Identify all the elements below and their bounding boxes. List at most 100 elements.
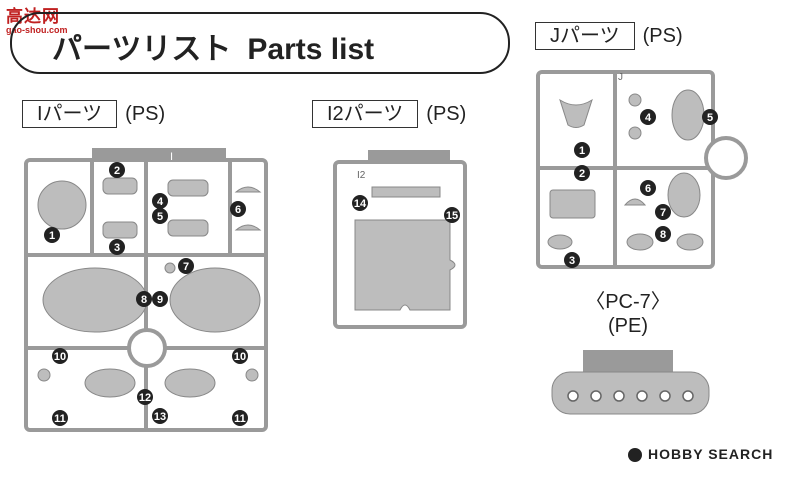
- runner-name-i: Iパーツ: [22, 100, 118, 128]
- badge-j2: 2: [574, 165, 590, 181]
- svg-text:3: 3: [114, 242, 120, 254]
- part-i6b: [234, 224, 262, 231]
- part-i6: [234, 186, 262, 193]
- title-banner: パーツリスト Parts list: [10, 12, 510, 74]
- badge-i1: 1: [44, 227, 60, 243]
- runner-material-j: (PS): [642, 24, 683, 47]
- part-i12: [84, 368, 136, 398]
- badge-i12: 12: [137, 389, 153, 405]
- badge-i8: 8: [136, 291, 152, 307]
- part-j8a: [626, 233, 654, 251]
- pc7-ring-3: [613, 390, 625, 402]
- runner-i-tag-text: I: [170, 151, 173, 163]
- page-title: パーツリスト Parts list: [52, 24, 374, 68]
- part-j1: [559, 98, 593, 128]
- badge-i10a: 10: [52, 348, 68, 364]
- runner-i-tag: [92, 148, 226, 162]
- part-i10: [37, 368, 51, 382]
- badge-i11b: 11: [232, 410, 248, 426]
- runner-i2-tag-text: I2: [357, 170, 366, 181]
- title-en: Parts list: [247, 33, 375, 66]
- part-i3: [102, 221, 138, 239]
- svg-text:4: 4: [157, 196, 164, 208]
- svg-text:8: 8: [141, 294, 147, 306]
- badge-i11a: 11: [52, 410, 68, 426]
- badge-i2-15: 15: [444, 207, 460, 223]
- svg-text:6: 6: [235, 204, 241, 216]
- brand-mark: HOBBY SEARCH: [628, 446, 774, 463]
- runner-material-i2: (PS): [426, 102, 467, 125]
- svg-text:2: 2: [579, 168, 585, 180]
- part-i4: [167, 179, 209, 197]
- part-i1: [37, 180, 87, 230]
- badge-j5: 5: [702, 109, 718, 125]
- badge-i13: 13: [152, 408, 168, 424]
- svg-text:5: 5: [157, 211, 163, 223]
- pc7-runner: [551, 371, 710, 415]
- brand-text: HOBBY SEARCH: [648, 446, 774, 462]
- pc7-ring-2: [590, 390, 602, 402]
- badge-i5: 5: [152, 208, 168, 224]
- badge-i7: 7: [178, 258, 194, 274]
- part-i2: [102, 177, 138, 195]
- badge-i9: 9: [152, 291, 168, 307]
- part-i2-15: [354, 219, 456, 311]
- pc7-ring-6: [682, 390, 694, 402]
- badge-j4: 4: [640, 109, 656, 125]
- svg-text:14: 14: [354, 198, 367, 210]
- runner-label-i: Iパーツ (PS): [22, 100, 165, 128]
- pc7-ring-4: [636, 390, 648, 402]
- part-j2: [549, 189, 596, 219]
- part-j4b: [628, 126, 642, 140]
- svg-text:12: 12: [139, 392, 151, 404]
- svg-text:11: 11: [234, 413, 246, 425]
- runner-material-i: (PS): [125, 102, 166, 125]
- badges-i: 1 2 3 4 5 6 7 8 9 10 10 11 11 12 13: [44, 162, 248, 426]
- part-i9: [169, 267, 261, 333]
- svg-text:9: 9: [157, 294, 163, 306]
- svg-text:10: 10: [234, 351, 246, 363]
- runner-i-ring: [127, 328, 167, 368]
- badge-i3: 3: [109, 239, 125, 255]
- part-j6: [623, 198, 647, 206]
- svg-text:7: 7: [183, 261, 189, 273]
- badge-j1: 1: [574, 142, 590, 158]
- svg-text:7: 7: [660, 207, 666, 219]
- badge-j6: 6: [640, 180, 656, 196]
- badge-i2-14: 14: [352, 195, 368, 211]
- svg-text:8: 8: [660, 229, 666, 241]
- part-i2-14: [371, 186, 441, 198]
- part-i5: [167, 219, 209, 237]
- part-j8b: [676, 233, 704, 251]
- pc7-name: 〈PC-7〉: [585, 291, 671, 313]
- title-jp: パーツリスト: [52, 32, 232, 67]
- brand-dot-icon: [628, 448, 642, 463]
- part-i7: [164, 262, 176, 274]
- badges-j: 1 2 3 4 5 6 7 8: [564, 109, 718, 268]
- badge-i2: 2: [109, 162, 125, 178]
- runner-label-i2: I2パーツ (PS): [312, 100, 466, 128]
- part-i13: [164, 368, 216, 398]
- svg-text:2: 2: [114, 165, 120, 177]
- runner-i2-tag: [368, 150, 450, 164]
- badges-i2: 14 15: [352, 195, 460, 223]
- svg-text:1: 1: [49, 230, 55, 242]
- svg-text:3: 3: [569, 255, 575, 267]
- badge-j7: 7: [655, 204, 671, 220]
- svg-text:10: 10: [54, 351, 66, 363]
- pc7-tag: [583, 350, 673, 372]
- runner-name-j: Jパーツ: [535, 22, 635, 50]
- part-i10b: [245, 368, 259, 382]
- pc7-rings: [567, 390, 694, 402]
- svg-text:11: 11: [54, 413, 66, 425]
- runner-name-i2: I2パーツ: [312, 100, 419, 128]
- pc7-ring-5: [659, 390, 671, 402]
- svg-text:1: 1: [579, 145, 585, 157]
- runner-label-j: Jパーツ (PS): [535, 22, 683, 50]
- part-j7: [667, 172, 701, 218]
- part-j3: [547, 234, 573, 250]
- part-j5: [671, 89, 705, 141]
- svg-text:6: 6: [645, 183, 651, 195]
- runner-j-tag-text: J: [618, 72, 623, 83]
